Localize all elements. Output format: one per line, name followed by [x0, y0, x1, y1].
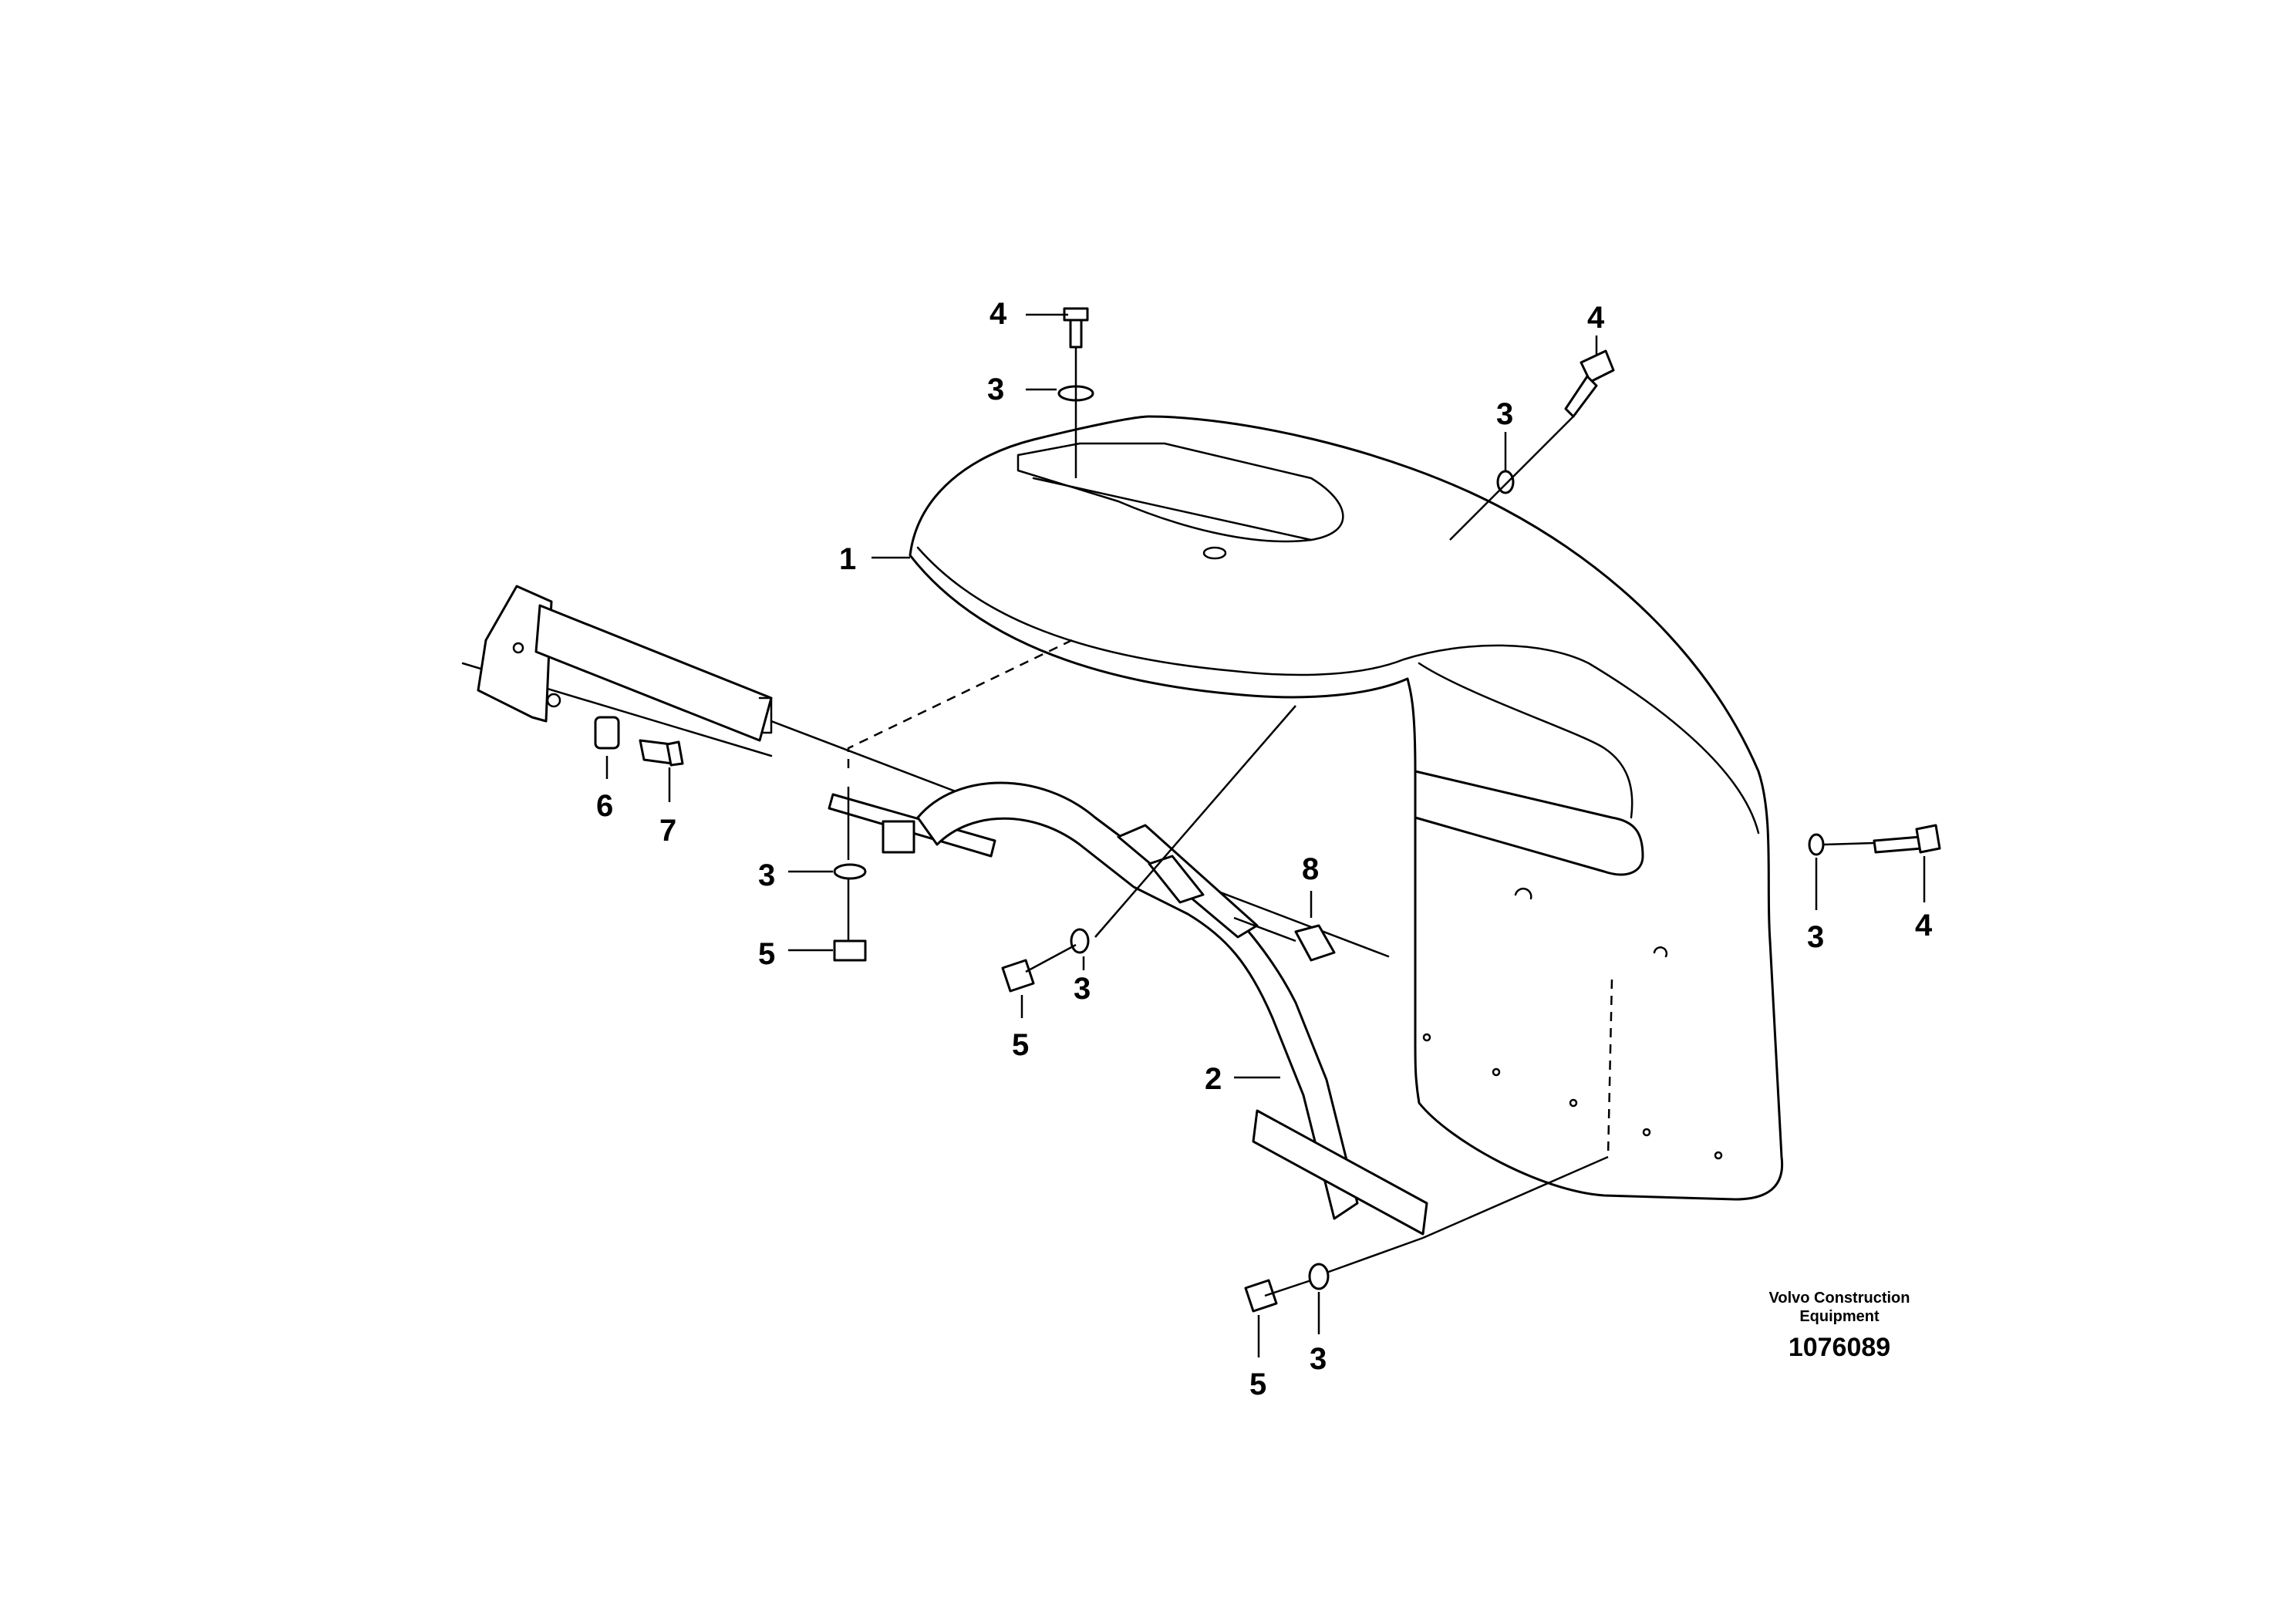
rubber-plug-8 — [1233, 916, 1336, 962]
callout-3-right: 3 — [1807, 920, 1824, 954]
fasteners — [594, 307, 1941, 1313]
fender-part-1 — [909, 415, 1784, 1201]
callout-3-left: 3 — [758, 858, 775, 892]
callout-2: 2 — [1205, 1062, 1222, 1096]
brand-line-1: Volvo Construction — [1769, 1290, 1910, 1307]
callout-numbers: 4 3 4 3 1 6 7 3 5 3 5 8 2 3 4 3 5 — [596, 297, 1933, 1401]
callout-4-top: 4 — [990, 297, 1007, 331]
callout-7: 7 — [659, 814, 676, 848]
callout-5-left: 5 — [758, 937, 775, 971]
support-arm — [461, 585, 1390, 958]
brand-line-2: Equipment — [1799, 1308, 1880, 1325]
callout-6: 6 — [596, 789, 613, 823]
callout-4-right: 4 — [1915, 909, 1933, 943]
callout-1: 1 — [839, 542, 856, 576]
assembly-lines — [847, 347, 1875, 1297]
callout-3-top: 3 — [987, 373, 1004, 406]
callout-3-mid: 3 — [1074, 972, 1091, 1006]
bracket-part-2 — [828, 781, 1428, 1236]
drawing-number: 1076089 — [1789, 1333, 1890, 1362]
callout-8: 8 — [1302, 852, 1319, 886]
callout-5-bottom: 5 — [1249, 1367, 1266, 1401]
callout-leaders — [605, 313, 1926, 1357]
callout-3-upper-right: 3 — [1496, 397, 1513, 431]
callout-3-bottom: 3 — [1310, 1342, 1327, 1376]
drawing-footer: Volvo Construction Equipment 1076089 — [1769, 1290, 1910, 1362]
callout-5-mid: 5 — [1012, 1028, 1029, 1062]
callout-4-upper-right: 4 — [1587, 301, 1605, 335]
